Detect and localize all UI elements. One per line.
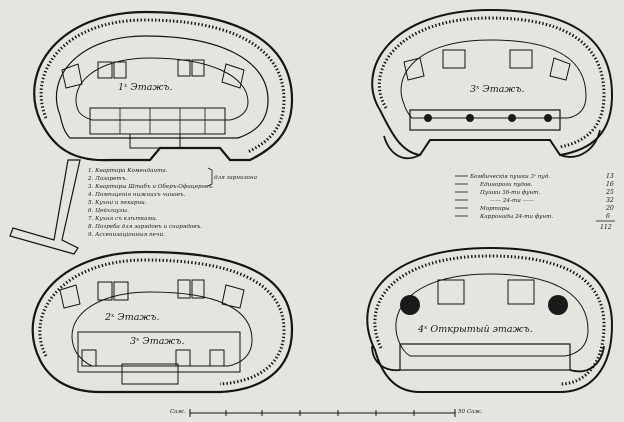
gorge-curve-left (383, 135, 421, 160)
building-block (177, 59, 191, 77)
legend-item: 8. Погреба для зарядовъ и снарядовъ. (88, 223, 202, 230)
legend-item-value: 25 (605, 189, 614, 196)
building-block (437, 279, 465, 305)
plan-title: 3ˣ Этажъ. (470, 84, 525, 95)
legend-item: 6. Цейхгаузы. (88, 208, 129, 214)
bastion-right (549, 57, 571, 81)
plan-floor-4: 4ˣ Открытый этажъ. (366, 246, 614, 393)
plan-title: 1ˣ Этажъ. (118, 82, 173, 93)
outer-wall-hatch (39, 18, 286, 154)
legend-item: 1. Квартира Коменданта. (88, 168, 168, 174)
plan-floor-2: 2ˣ Этажъ. 3ˣ Этажъ. (31, 250, 294, 394)
building-block (191, 279, 205, 299)
legend-brace-label: для гарнизона (214, 175, 257, 181)
legend-rooms: 1. Квартира Коменданта. 2. Лазаретъ. 3. … (87, 167, 257, 238)
scale-label-left: Саж. (170, 409, 186, 415)
building-block (97, 281, 113, 301)
legend-guns: Бомбическiя пушки 3ˣ пуд. 13 Единороги п… (455, 173, 615, 231)
legend-item: 9. Ассенизаціонныя печи. (88, 232, 165, 238)
building-block (442, 49, 466, 69)
bastion-left (400, 295, 420, 315)
scale-bar: Саж. 50 Саж. (170, 409, 483, 417)
legend-total: 112 (600, 224, 612, 231)
barracks-wing (81, 349, 97, 367)
plan-floor-3: 3ˣ Этажъ. (371, 8, 614, 160)
legend-item-value: 16 (606, 181, 614, 188)
plan-title-inner: 3ˣ Этажъ. (130, 336, 185, 347)
gorge-curve-left (371, 345, 401, 372)
legend-item-value: 13 (606, 173, 614, 180)
bastion-right (221, 284, 245, 309)
courtyard (400, 39, 587, 119)
gorge-terrace (399, 343, 571, 371)
building-block (509, 49, 533, 69)
outer-wall (31, 250, 294, 394)
building-block (507, 279, 535, 305)
gate (121, 363, 179, 385)
building-block (113, 281, 129, 301)
legend-item-value: 6 (606, 213, 610, 220)
outer-wall-hatch (377, 16, 606, 149)
bastion-left (61, 63, 83, 89)
legend-item: Пушки 36-ти фунт. (479, 189, 540, 196)
bastion-right (221, 63, 245, 89)
outer-wall (33, 10, 294, 162)
barracks-wing (175, 349, 191, 367)
bastion-left (59, 284, 81, 309)
legend-item: Карронады 24-ти фунт. (479, 213, 553, 220)
legend-brace (207, 167, 213, 187)
outer-wall-hatch (38, 258, 286, 386)
legend-item-value: 20 (605, 205, 614, 212)
legend-item: 5. Кухни и пекарни. (88, 200, 147, 206)
gorge-curve-right (569, 345, 605, 373)
plan-title: 4ˣ Открытый этажъ. (417, 324, 533, 335)
legend-item: 3. Квартиры Штабъ и Оберъ-Офицеровъ. (88, 183, 214, 190)
legend-item: 4. Помѣщенія нижнихъ чиновъ. (87, 192, 186, 198)
causeway-pier (9, 159, 81, 255)
gorge-curve-right (559, 129, 601, 158)
legend-item: Мортиры (479, 206, 510, 212)
gun-gallery (409, 109, 561, 131)
building-block (177, 279, 191, 299)
scale-label-right: 50 Саж. (458, 409, 483, 415)
legend-item: —— 24-ти —— (490, 198, 534, 204)
building-block (113, 61, 127, 79)
barracks-wing (209, 349, 225, 367)
courtyard (71, 291, 253, 367)
casemate-ring (55, 35, 269, 139)
legend-item: Бомбическiя пушки 3ˣ пуд. (469, 173, 550, 180)
courtyard (395, 273, 589, 357)
plan-title: 2ˣ Этажъ. (104, 312, 160, 323)
outer-wall-hatch (373, 254, 606, 386)
building-block (191, 59, 205, 77)
outer-wall (366, 246, 614, 393)
legend-item-value: 32 (606, 197, 614, 204)
outer-wall (371, 8, 614, 157)
plan-floor-1: 1ˣ Этажъ. (33, 10, 294, 162)
gorge-barracks (77, 331, 241, 373)
legend-item: 2. Лазаретъ. (87, 176, 127, 182)
building-block (97, 61, 113, 79)
legend-item: 7. Кухня съ клѣтками. (88, 216, 158, 222)
bastion-left (403, 57, 425, 81)
bastion-right (548, 295, 568, 315)
legend-item: Единороги пудов. (479, 182, 532, 188)
gate (129, 133, 181, 149)
